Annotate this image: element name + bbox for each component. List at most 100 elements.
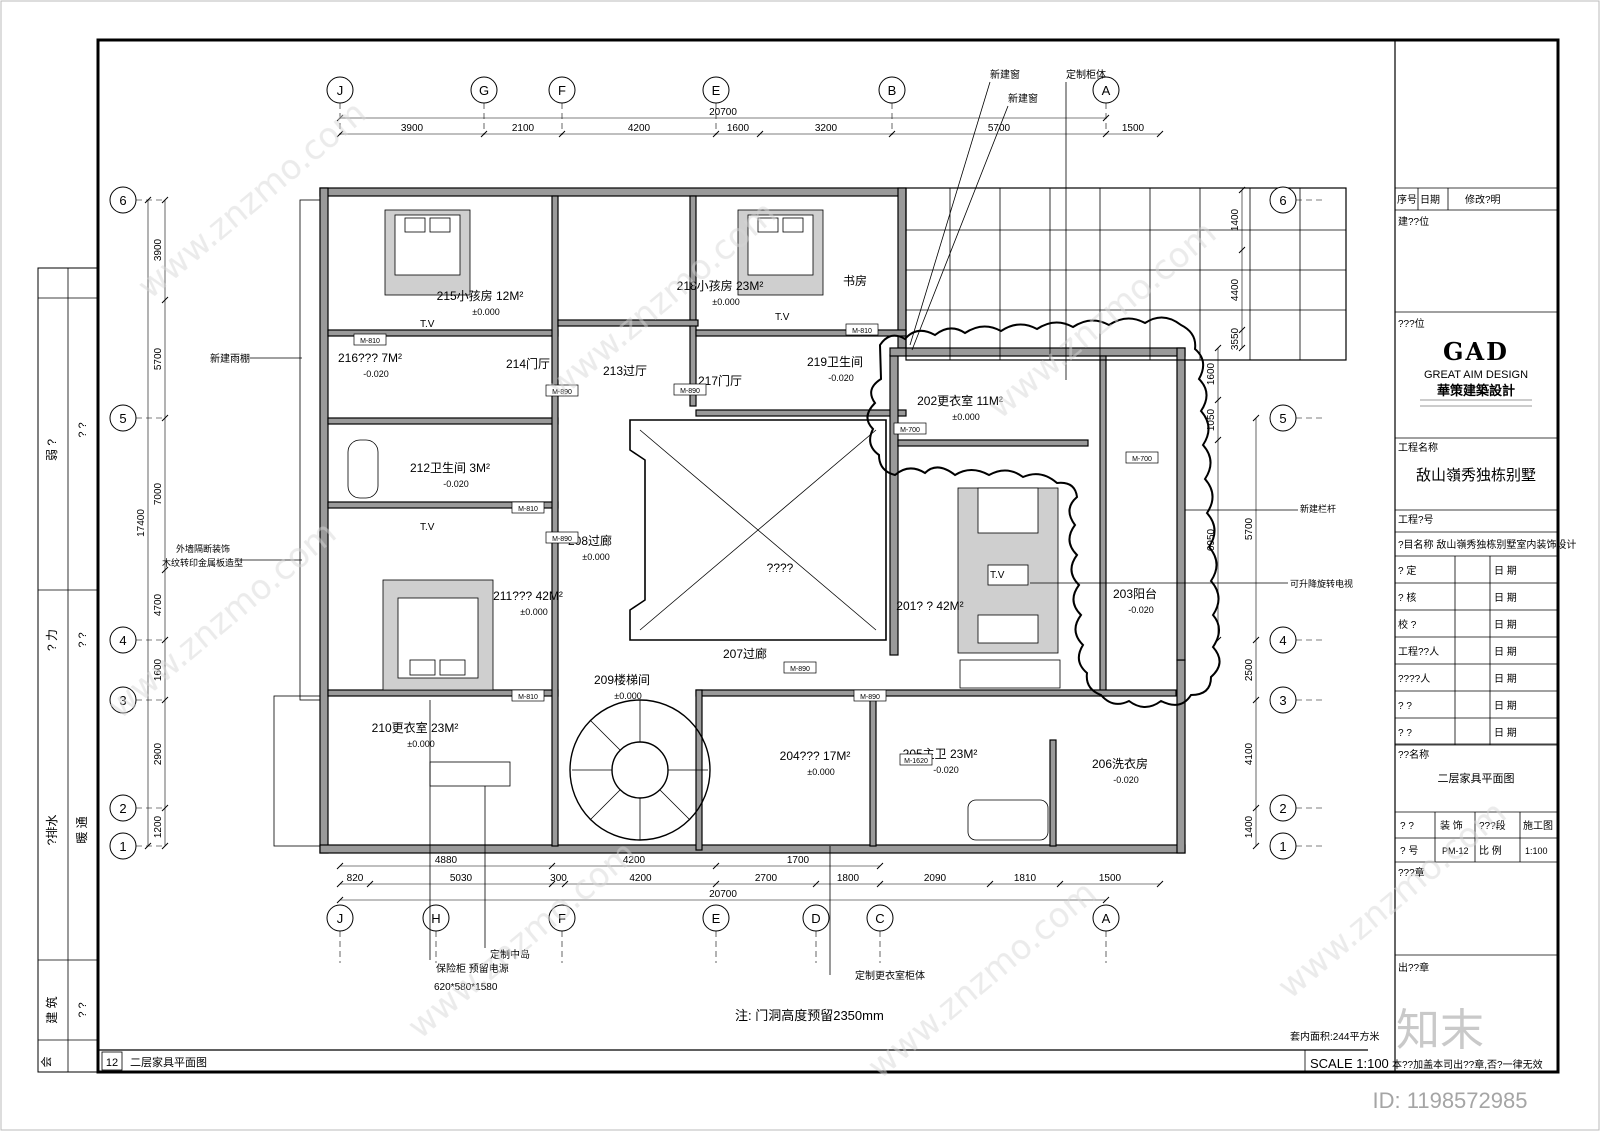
dimension-value: 1400: [1230, 208, 1241, 231]
dimension-value: 6950: [1206, 528, 1217, 551]
room-name: 214门厅: [506, 356, 550, 371]
callout-wall-finish: 外墙隔断装饰: [176, 543, 230, 554]
bathtub-205: [967, 799, 1049, 841]
room-label: 208过廊±0.000: [568, 533, 612, 562]
room-label: 201? ? 42M²: [896, 599, 963, 613]
dimension-value: 7000: [153, 482, 164, 505]
door-tag: M-810: [511, 501, 545, 514]
room-label: 215小孩房 12M²±0.000: [437, 288, 524, 317]
grid-label: 2: [119, 801, 126, 816]
room-name: 202更衣室 11M²: [917, 393, 1003, 408]
room-name: 210更衣室 23M²: [372, 720, 459, 735]
callout-closet: 定制更衣室柜体: [855, 969, 925, 982]
grid-label: D: [811, 911, 820, 926]
validity-note: 本??加盖本司出??章,否?一律无效: [1392, 1058, 1543, 1071]
note-area: 套内面积:244平方米: [1290, 1030, 1379, 1043]
client-label: 建??位: [1398, 215, 1429, 228]
dimension-value: 17400: [136, 509, 147, 537]
grid-bubble: 4: [109, 626, 137, 654]
strip-meeting: 会: [40, 1057, 53, 1068]
door-tags: M-810M-890M-890M-810M-700M-700M-810M-890…: [353, 323, 1159, 766]
dimension-value: 3200: [815, 123, 838, 134]
signoff-date: 日 期: [1494, 700, 1517, 712]
grid-bubble: 6: [109, 186, 137, 214]
svg-text:M-810: M-810: [852, 328, 872, 335]
dimension-value: 4100: [1244, 742, 1255, 765]
door-tag: M-890: [783, 661, 817, 674]
title-block: 序号 日期 修改?明 建??位 ???位 GAD GREAT AIM DESIG…: [1394, 40, 1576, 1072]
terrace-pergola: [905, 187, 1347, 361]
dimension-value: 1600: [153, 658, 164, 681]
door-tag: M-890: [545, 384, 579, 397]
signoff-role: ? ?: [1398, 701, 1412, 712]
bathtub-212: [347, 439, 379, 499]
dimension-value: 3900: [153, 238, 164, 261]
room-level: ±0.000: [520, 607, 547, 617]
category-c: ???段: [1479, 819, 1506, 832]
grid-label: 5: [119, 411, 126, 426]
room-level: -0.020: [363, 369, 389, 379]
dimension-value: 4200: [629, 873, 652, 884]
grid-bubble: 1: [1269, 832, 1297, 860]
project-no-label: 工程?号: [1398, 514, 1434, 526]
grid-label: 6: [119, 193, 126, 208]
plan: [273, 187, 1347, 854]
room-name: 204??? 17M²: [780, 749, 851, 763]
bed-215: [384, 209, 471, 296]
dimension-value: 1500: [1122, 123, 1145, 134]
svg-text:M-810: M-810: [518, 506, 538, 513]
item-name: ?目名称 敌山嶺秀独栋别墅室内装饰设计: [1398, 538, 1576, 551]
grid-bubble: 6: [1269, 186, 1297, 214]
grid-label: 2: [1279, 801, 1286, 816]
grid-label: A: [1102, 911, 1111, 926]
room-level: ±0.000: [952, 412, 979, 422]
dimension-value: 300: [550, 873, 567, 884]
grid-label: 3: [1279, 693, 1286, 708]
room-label: 210更衣室 23M²±0.000: [372, 720, 459, 749]
grid-label: 4: [1279, 633, 1286, 648]
room-label: ????: [767, 561, 794, 575]
grid-bubble: 1: [109, 832, 137, 860]
signoff-role: 校 ?: [1398, 618, 1417, 631]
signoff-date: 日 期: [1494, 619, 1517, 631]
dimension-value: 1200: [153, 815, 164, 838]
room-name: 212卫生间 3M²: [410, 461, 490, 475]
grid-label: F: [558, 911, 566, 926]
room-label: 219卫生间-0.020: [807, 355, 863, 383]
dimension-value: 4880: [435, 855, 458, 866]
room-name: 219卫生间: [807, 355, 863, 369]
room-level: ±0.000: [712, 297, 739, 307]
grid-bubble: J: [326, 904, 354, 932]
grid-bubble: E: [702, 904, 730, 932]
strip-build: 建 筑: [44, 996, 59, 1023]
svg-text:M-810: M-810: [518, 694, 538, 701]
grid-label: 5: [1279, 411, 1286, 426]
room-level: -0.020: [1128, 605, 1154, 615]
room-label: 211??? 42M²±0.000: [493, 589, 563, 617]
grid-label: H: [431, 911, 440, 926]
grid-axis-right: 6 5 4 3 2 1: [1269, 186, 1323, 860]
strip-mark: ? ?: [77, 632, 89, 647]
room-name: 209楼梯间: [594, 672, 650, 687]
door-tag: M-890: [853, 689, 887, 702]
logo-english: GREAT AIM DESIGN: [1424, 369, 1528, 381]
signoff-date: 日 期: [1494, 673, 1517, 685]
sheet-number: 12: [106, 1057, 118, 1069]
grid-bubble: 4: [1269, 626, 1297, 654]
strip-power: ? 力: [45, 629, 59, 651]
dimension-value: 2900: [153, 742, 164, 765]
room-label: 216??? 7M²-0.020: [338, 351, 402, 379]
dimension-value: 5700: [153, 347, 164, 370]
brand-logo: 知末: [1396, 1006, 1484, 1055]
dimension-value: 2500: [1244, 658, 1255, 681]
tv-label: T.V: [990, 570, 1005, 581]
dimension-value: 5030: [450, 873, 473, 884]
callout-railing: 新建栏杆: [1300, 503, 1336, 514]
dimension-value: 2090: [924, 873, 947, 884]
svg-text:M-890: M-890: [552, 389, 572, 396]
room-name: 206洗衣房: [1092, 756, 1148, 771]
